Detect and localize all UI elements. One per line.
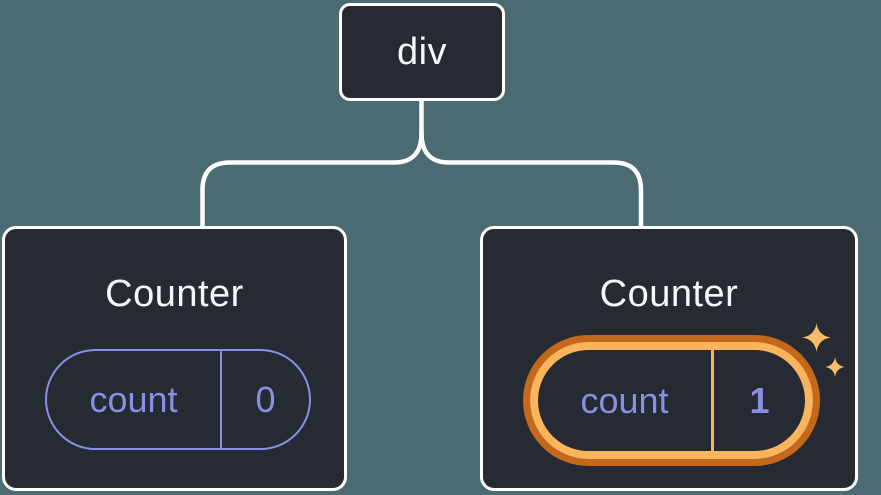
- state-pill-divider: [711, 350, 714, 451]
- connector-branch-left: [200, 130, 424, 230]
- state-value: 1: [749, 379, 770, 421]
- state-pill: count 0: [45, 349, 311, 450]
- tree-node-div: div: [339, 3, 505, 101]
- node-title: Counter: [105, 273, 244, 315]
- state-pill-highlight-ring: count 1: [523, 335, 820, 466]
- tree-node-counter-right: Counter count 1: [480, 226, 858, 491]
- state-value: 0: [255, 378, 276, 420]
- node-title: Counter: [599, 273, 739, 315]
- tree-node-counter-left: Counter count 0: [2, 226, 347, 491]
- connector-branch-right: [419, 130, 644, 230]
- state-key-label: count: [89, 378, 178, 420]
- root-node-label: div: [396, 30, 448, 73]
- state-pill: count 1: [530, 342, 813, 459]
- state-key-label: count: [580, 379, 669, 421]
- sparkle-icon: [825, 357, 845, 377]
- sparkle-icon: [802, 323, 831, 352]
- state-pill-divider: [220, 351, 222, 448]
